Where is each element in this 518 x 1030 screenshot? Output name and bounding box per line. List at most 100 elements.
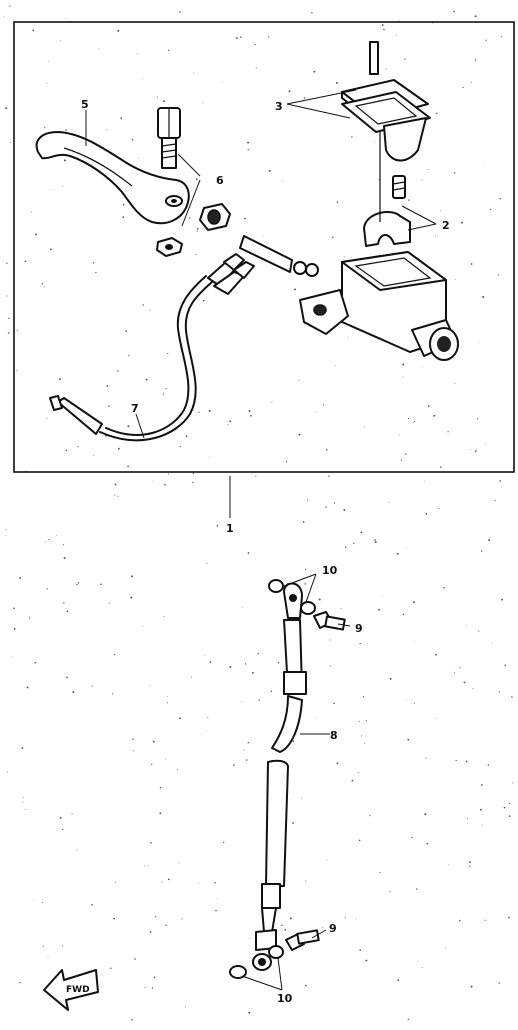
speckle-dot [399, 435, 400, 436]
speckle-dot [149, 931, 152, 933]
speckle-dot [250, 414, 252, 417]
speckle-dot [426, 842, 429, 845]
speckle-dot [298, 433, 301, 436]
speckle-dot [167, 702, 169, 704]
callout-5: 5 [81, 98, 89, 111]
speckle-dot [136, 53, 138, 55]
speckle-dot [453, 172, 456, 174]
speckle-dot [72, 691, 75, 694]
speckle-dot [396, 34, 397, 36]
speckle-dot [465, 625, 467, 627]
speckle-dot [389, 677, 392, 680]
speckle-dot [413, 422, 414, 423]
speckle-dot [247, 149, 249, 151]
speckle-dot [131, 138, 134, 141]
speckle-dot [481, 550, 483, 552]
speckle-dot [165, 924, 167, 926]
speckle-dot [463, 681, 466, 684]
speckle-dot [120, 117, 123, 120]
speckle-dot [326, 449, 328, 451]
speckle-dot [192, 472, 195, 474]
speckle-dot [481, 824, 483, 826]
speckle-dot [28, 617, 31, 619]
speckle-dot [167, 353, 169, 355]
speckle-dot [130, 596, 133, 599]
speckle-dot [204, 654, 206, 656]
master-cylinder-holder [363, 175, 411, 247]
speckle-dot [62, 828, 64, 831]
speckle-dot [396, 552, 399, 555]
speckle-dot [145, 378, 148, 381]
speckle-dot [165, 758, 167, 760]
speckle-dot [424, 813, 427, 816]
speckle-dot [292, 822, 294, 824]
speckle-dot [66, 676, 68, 679]
speckle-dot [178, 862, 180, 864]
speckle-dot [23, 796, 24, 798]
speckle-dot [427, 405, 430, 407]
speckle-dot [43, 286, 45, 288]
speckle-dot [254, 43, 256, 46]
speckle-dot [258, 699, 260, 701]
speckle-dot [131, 575, 134, 578]
speckle-dot [117, 29, 120, 32]
speckle-dot [42, 945, 44, 947]
speckle-dot [413, 641, 415, 642]
speckle-dot [114, 494, 115, 496]
speckle-dot [482, 296, 485, 298]
speckle-dot [421, 366, 423, 367]
speckle-dot [499, 197, 501, 200]
speckle-dot [440, 210, 442, 212]
speckle-dot [374, 141, 376, 143]
speckle-dot [77, 446, 79, 448]
speckle-dot [98, 48, 100, 50]
speckle-dot [448, 864, 449, 866]
speckle-dot [245, 232, 247, 234]
speckle-dot [388, 501, 390, 503]
speckle-dot [435, 653, 437, 656]
speckle-dot [206, 730, 208, 732]
speckle-dot [469, 449, 471, 450]
speckle-dot [406, 548, 407, 549]
speckle-dot [9, 5, 11, 7]
speckle-dot [127, 465, 129, 468]
speckle-dot [353, 542, 355, 544]
speckle-dot [144, 865, 145, 867]
speckle-dot [5, 534, 6, 536]
speckle-dot [217, 898, 218, 899]
callout-9-lower: 9 [329, 922, 337, 935]
speckle-dot [198, 411, 200, 413]
speckle-dot [117, 370, 119, 372]
speckle-dot [435, 717, 437, 719]
speckle-dot [332, 236, 334, 239]
speckle-dot [488, 539, 491, 542]
speckle-dot [152, 740, 155, 743]
speckle-dot [425, 512, 428, 515]
speckle-dot [92, 262, 95, 264]
speckle-dot [222, 841, 225, 843]
speckle-dot [408, 199, 410, 201]
speckle-dot [318, 598, 321, 601]
speckle-dot [374, 541, 377, 544]
speckle-dot [209, 661, 212, 663]
speckle-dot [397, 979, 400, 982]
speckle-dot [6, 295, 8, 297]
speckle-dot [491, 642, 493, 644]
speckle-dot [499, 480, 502, 482]
speckle-dot [361, 735, 363, 737]
speckle-dot [159, 786, 162, 789]
speckle-dot [315, 410, 317, 412]
brake-hose [229, 579, 316, 979]
speckle-dot [281, 924, 283, 927]
speckle-dot [207, 717, 209, 719]
speckle-dot [498, 691, 501, 693]
speckle-dot [108, 602, 110, 604]
speckle-dot [142, 78, 144, 79]
brake-switch-wire [49, 253, 255, 442]
fwd-arrow-mark: FWD [43, 969, 99, 1011]
speckle-dot [475, 449, 477, 451]
speckle-dot [248, 1011, 251, 1014]
speckle-dot [34, 661, 36, 664]
speckle-dot [358, 839, 361, 842]
speckle-dot [13, 627, 16, 630]
